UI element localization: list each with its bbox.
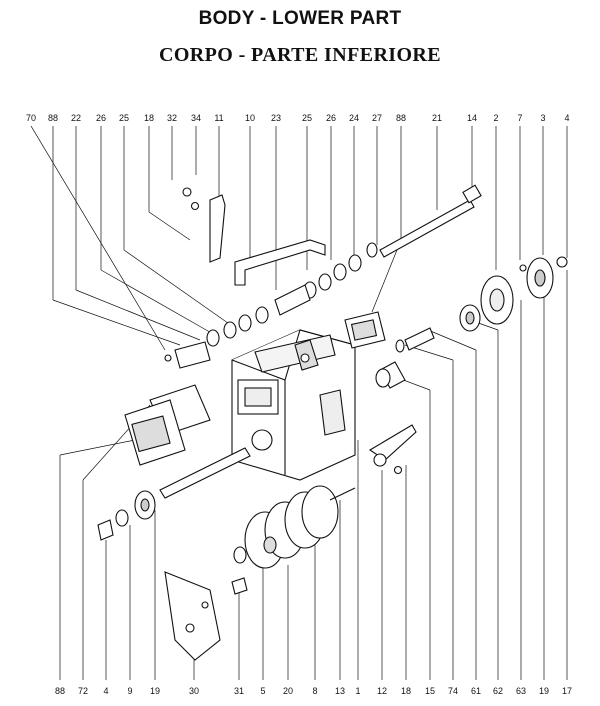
left-washer [115, 509, 129, 527]
callout-bottom-21: 17 [561, 686, 573, 696]
callout-bottom-6: 30 [188, 686, 200, 696]
callout-top-10: 10 [244, 113, 256, 123]
callout-bottom-19: 63 [515, 686, 527, 696]
callout-bottom-1: 88 [54, 686, 66, 696]
callout-bottom-10: 8 [312, 686, 318, 696]
left-gasket [174, 341, 211, 369]
callout-bottom-16: 74 [447, 686, 459, 696]
callout-top-1: 70 [25, 113, 37, 123]
callout-top-19: 2 [493, 113, 499, 123]
input-shaft [379, 184, 482, 258]
callout-bottom-18: 62 [492, 686, 504, 696]
callout-bottom-12: 1 [355, 686, 361, 696]
callout-bottom-15: 15 [424, 686, 436, 696]
cover-plate-right [344, 311, 386, 349]
callout-top-18: 14 [466, 113, 478, 123]
callout-top-17: 21 [431, 113, 443, 123]
mounting-plate [164, 571, 221, 661]
long-shaft [159, 447, 251, 499]
callout-top-20: 7 [517, 113, 523, 123]
callout-top-3: 22 [70, 113, 82, 123]
fitting-group [375, 327, 435, 389]
callout-top-6: 18 [143, 113, 155, 123]
callout-bottom-17: 61 [470, 686, 482, 696]
callout-top-2: 88 [47, 113, 59, 123]
callout-top-16: 88 [395, 113, 407, 123]
leader-lines-top [30, 125, 568, 351]
callout-bottom-2: 72 [77, 686, 89, 696]
callout-top-11: 23 [270, 113, 282, 123]
page-subtitle: CORPO - PARTE INFERIORE [158, 44, 442, 66]
callout-top-12: 25 [301, 113, 313, 123]
callout-top-8: 34 [190, 113, 202, 123]
screw-head [164, 354, 172, 362]
callout-top-14: 24 [348, 113, 360, 123]
callout-top-9: 11 [214, 113, 224, 123]
callout-top-15: 27 [371, 113, 383, 123]
bearing-housing [459, 256, 568, 332]
gear-cluster [244, 485, 356, 569]
callout-bottom-13: 12 [376, 686, 388, 696]
leader-lines-bottom [59, 270, 568, 680]
callout-top-13: 26 [325, 113, 337, 123]
bolt [231, 577, 248, 595]
callout-bottom-8: 5 [260, 686, 266, 696]
small-nut [190, 201, 200, 211]
callout-bottom-3: 4 [103, 686, 109, 696]
callout-bottom-9: 20 [282, 686, 294, 696]
left-cover-plate [124, 384, 211, 466]
small-spacer [233, 546, 247, 564]
left-nut [97, 519, 114, 541]
callout-bottom-11: 13 [334, 686, 346, 696]
callout-bottom-4: 9 [127, 686, 133, 696]
callout-top-7: 32 [166, 113, 178, 123]
main-body-housing [231, 329, 356, 481]
lever-arm [209, 194, 226, 263]
callout-top-21: 3 [540, 113, 546, 123]
small-washer [182, 187, 192, 197]
callout-bottom-7: 31 [233, 686, 245, 696]
callout-top-4: 26 [95, 113, 107, 123]
page-title: BODY - LOWER PART [198, 8, 402, 29]
washer-stack [206, 242, 378, 347]
callout-top-22: 4 [564, 113, 570, 123]
callout-top-5: 25 [118, 113, 130, 123]
callout-bottom-14: 18 [400, 686, 412, 696]
callout-bottom-5: 19 [149, 686, 161, 696]
callout-bottom-20: 19 [538, 686, 550, 696]
top-bracket [234, 239, 326, 286]
